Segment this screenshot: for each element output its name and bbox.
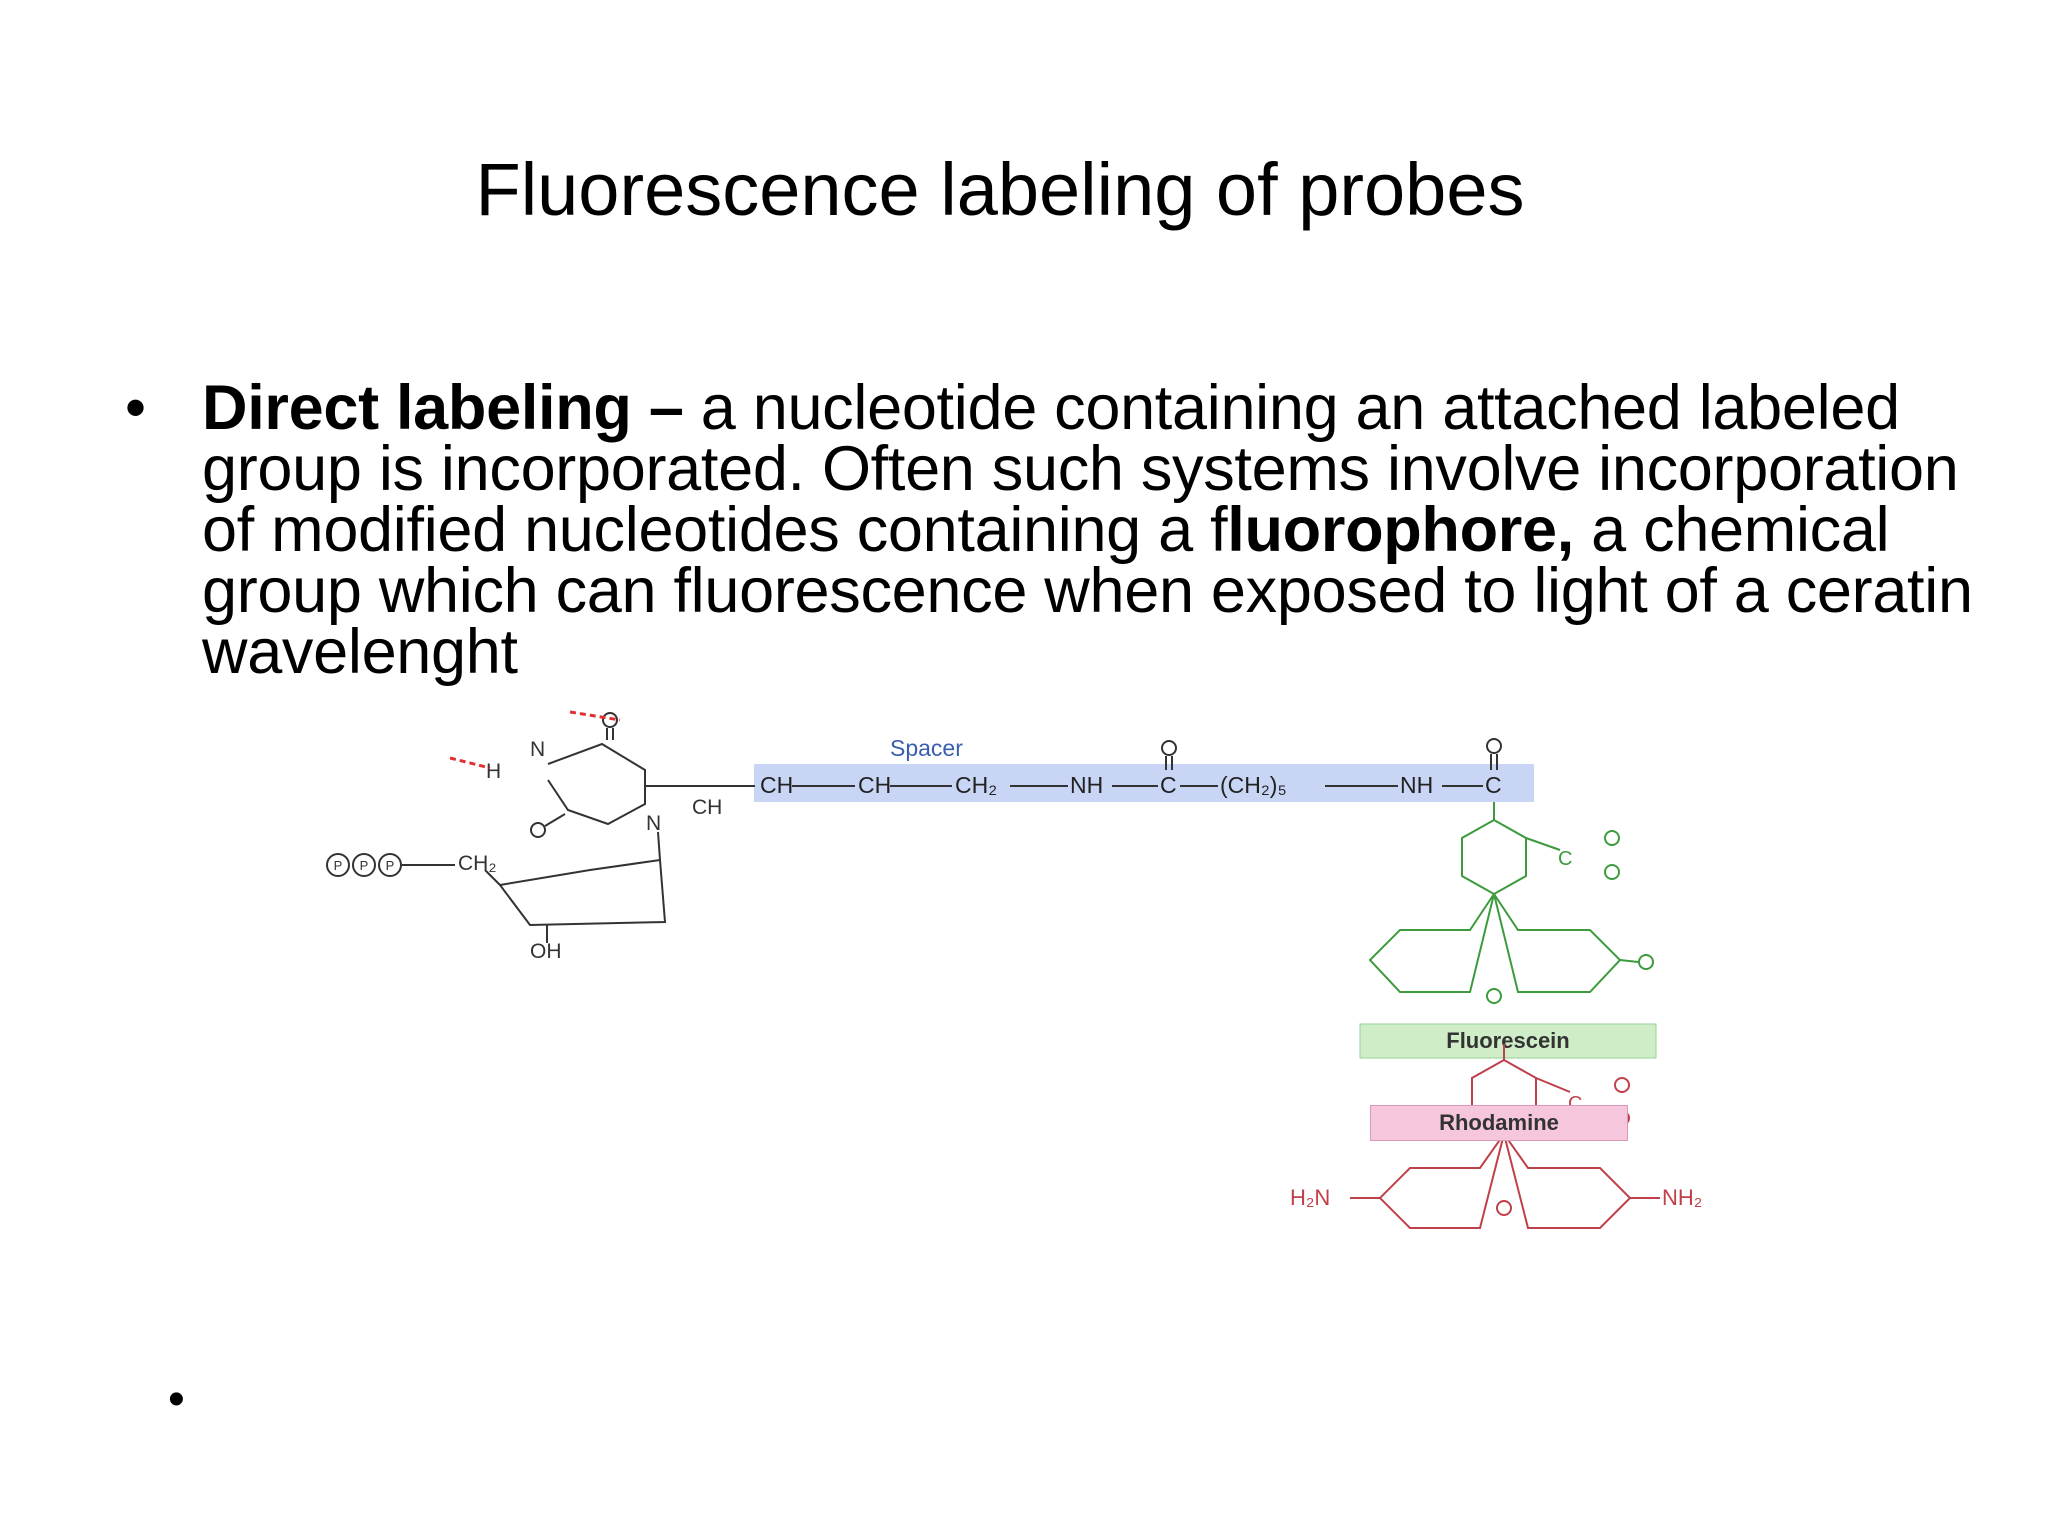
bullet-marker: • xyxy=(125,374,147,441)
chain-c-1: C xyxy=(1160,772,1177,798)
oh-label: OH xyxy=(530,940,562,963)
chemical-structure-diagram: Spacer CH CH CH₂ NH C (CH₂)₅ NH C xyxy=(326,710,1702,1229)
bullet-text: Direct labeling – a nucleotide containin… xyxy=(202,377,2002,684)
chain-ch-1: CH xyxy=(760,772,793,798)
fluorescein-label-box xyxy=(1359,1023,1657,1059)
base-n-label: N xyxy=(530,738,545,761)
rhodamine-structure xyxy=(1350,1044,1660,1229)
ch-label: CH xyxy=(692,796,722,819)
chain-ch-2: CH xyxy=(858,772,891,798)
h-label: H xyxy=(486,760,501,783)
rhodamine-amine-right: NH₂ xyxy=(1662,1185,1702,1210)
fluorescein-structure xyxy=(1368,802,1654,1004)
bullet-body-1: a nucleotide containing an attached labe… xyxy=(202,373,1959,565)
bullet-term: Direct labeling – xyxy=(202,373,684,443)
chain-nh-2: NH xyxy=(1400,772,1433,798)
bullet-bold-term: luorophore, xyxy=(1227,495,1574,565)
phosphate-3: P xyxy=(386,858,395,873)
ch2-label: CH₂ xyxy=(458,852,496,875)
fluorescein-label: Fluorescein xyxy=(1446,1028,1569,1053)
rhodamine-label-box: Rhodamine xyxy=(1370,1105,1628,1141)
rhodamine-label: Rhodamine xyxy=(1439,1110,1559,1135)
ring-n-label: N xyxy=(646,812,661,835)
phosphate-2: P xyxy=(360,858,369,873)
labeled-nucleotide-figure: Spacer CH CH CH₂ NH C (CH₂)₅ NH C xyxy=(290,700,1810,1240)
chain-ch2-5: (CH₂)₅ xyxy=(1220,772,1287,798)
empty-bullet-marker: • xyxy=(168,1373,185,1426)
spacer-label: Spacer xyxy=(890,735,963,761)
spacer-box xyxy=(754,764,1534,802)
chain-ch2: CH₂ xyxy=(955,772,997,798)
chain-c-2: C xyxy=(1485,772,1502,798)
fluorescein-carboxyl-c: C xyxy=(1558,848,1572,870)
rhodamine-amine-left: H₂N xyxy=(1290,1185,1330,1210)
slide-title: Fluorescence labeling of probes xyxy=(475,148,1525,231)
chain-nh-1: NH xyxy=(1070,772,1103,798)
bullet-body-2: a chemical group which can fluorescence … xyxy=(202,495,1973,687)
phosphate-1: P xyxy=(334,858,343,873)
